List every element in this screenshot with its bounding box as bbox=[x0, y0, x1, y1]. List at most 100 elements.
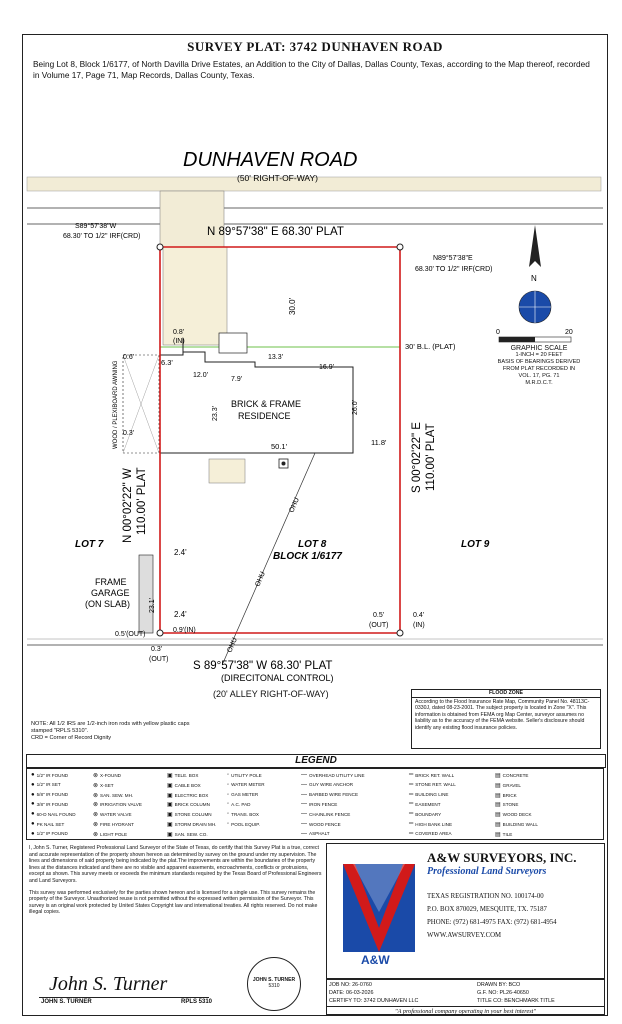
job-info-box: JOB NO: 26-0760 DRAWN BY: BCO DATE: 06-0… bbox=[326, 979, 605, 1015]
legend-item: ◦GAS METER bbox=[227, 792, 258, 798]
north-call: N 89°57'38" E 68.30' PLAT bbox=[207, 226, 344, 238]
dim-233: 23.3' bbox=[212, 406, 219, 421]
legend-item: ═EASEMENT bbox=[409, 801, 441, 807]
legend-item: ●3/8" IR FOUND bbox=[31, 801, 68, 807]
legend-symbol-icon: ◦ bbox=[227, 801, 230, 808]
legend-label: GRAVEL bbox=[502, 782, 521, 788]
legend-label: POOL EQUIP. bbox=[231, 821, 260, 827]
ohu-label-1: OHU bbox=[288, 497, 301, 514]
legend-label: STONE bbox=[502, 802, 519, 808]
legend-symbol-icon: ● bbox=[31, 801, 35, 808]
seal-name: JOHN S. TURNER bbox=[252, 977, 296, 983]
legend-title: LEGEND bbox=[26, 754, 606, 768]
corner-ne bbox=[396, 243, 404, 251]
flood-text: According to the Flood Insurance Rate Ma… bbox=[415, 698, 590, 731]
surveyor-seal: JOHN S. TURNER 5310 bbox=[247, 957, 301, 1011]
legend-item: ═STONE RET. WALL bbox=[409, 782, 456, 788]
legend-item: ▤WOOD DECK bbox=[495, 811, 532, 818]
legend-label: ELECTRIC BOX bbox=[174, 792, 209, 798]
legend-label: BRICK bbox=[502, 792, 517, 798]
signature: John S. Turner bbox=[49, 973, 168, 995]
east-call: S 00°02'22" E bbox=[411, 422, 423, 493]
job-date: DATE: 06-03-2026 bbox=[329, 990, 374, 996]
legend-symbol-icon: ═ bbox=[409, 811, 414, 818]
company-motto: "A professional company operating in you… bbox=[327, 1006, 604, 1015]
company-po: P.O. BOX 870029, MESQUITE, TX. 75187 bbox=[427, 906, 547, 913]
company-logo: A&W bbox=[343, 864, 415, 967]
dim-24b: 2.4' bbox=[174, 610, 187, 619]
legend-symbol-icon: ▤ bbox=[495, 822, 501, 828]
legend-label: PK NAIL SET bbox=[36, 821, 65, 827]
note2: CRD = Corner of Record Dignity bbox=[31, 735, 112, 741]
dim-08-in: (IN) bbox=[173, 338, 185, 345]
legend-item: ▤STONE bbox=[495, 801, 518, 808]
survey-sheet: SURVEY PLAT: 3742 DUNHAVEN ROAD Being Lo… bbox=[22, 34, 608, 1016]
flood-head: FLOOD ZONE bbox=[412, 690, 600, 698]
legend-label: BOUNDARY bbox=[415, 811, 442, 817]
scale-0: 0 bbox=[496, 329, 500, 336]
residence-footprint bbox=[159, 338, 354, 454]
signature-block: John S. Turner JOHN S. TURNER RPLS 5310 … bbox=[29, 957, 329, 1013]
legend-label: 1/2" IP FOUND bbox=[36, 831, 68, 837]
legend-symbol-icon: ▤ bbox=[495, 773, 501, 779]
corner-sw bbox=[156, 629, 164, 637]
dim-260: 26.0' bbox=[352, 400, 359, 415]
legend-symbol-icon: ▤ bbox=[495, 782, 501, 789]
dim-05: 0.5' bbox=[373, 612, 384, 619]
legend-item: ⊗IRRIGATION VALVE bbox=[93, 801, 142, 808]
alley-row: (20' ALLEY RIGHT-OF-WAY) bbox=[213, 689, 329, 699]
legend-symbol-icon: — bbox=[301, 772, 307, 778]
legend-symbol-icon: ● bbox=[31, 811, 35, 818]
legend-item: ●1/2" IR SET bbox=[31, 782, 61, 788]
legend-item: ●5/8" IR FOUND bbox=[31, 792, 68, 798]
south-call: S 89°57'38" W 68.30' PLAT bbox=[193, 660, 332, 672]
legend-label: 60-D NAIL FOUND bbox=[36, 811, 76, 817]
legend-symbol-icon: ▣ bbox=[167, 831, 173, 838]
legend-item: ▤TILE bbox=[495, 831, 512, 838]
ne-tie-2: 68.30' TO 1/2" IRF(CRD) bbox=[415, 266, 492, 273]
legend-symbol-icon: — bbox=[301, 801, 307, 808]
legend-item: ●1/2" IR FOUND bbox=[31, 772, 68, 778]
legend-item: ▣CABLE BOX bbox=[167, 782, 201, 789]
dim-08: 0.8' bbox=[173, 329, 184, 336]
legend-symbol-icon: ▣ bbox=[167, 802, 173, 809]
legend-symbol-icon: ⊗ bbox=[93, 812, 99, 819]
legend-symbol-icon: ▣ bbox=[167, 812, 173, 819]
legend-label: 1/2" IR FOUND bbox=[36, 772, 69, 778]
driveway bbox=[162, 246, 228, 346]
legend-label: TRANS. BOX bbox=[231, 811, 259, 817]
legend-box: ●1/2" IR FOUND●1/2" IR SET●5/8" IR FOUND… bbox=[26, 768, 604, 840]
dim-120: 12.0' bbox=[193, 372, 208, 379]
ohu-line bbox=[222, 452, 316, 664]
legend-item: ▤BUILDING WALL bbox=[495, 821, 538, 828]
equipment-dot bbox=[281, 461, 286, 466]
legend-item: ▣BRICK COLUMN bbox=[167, 801, 210, 808]
legend-item: ▤CONCRETE bbox=[495, 772, 528, 779]
legend-symbol-icon: ● bbox=[31, 821, 35, 827]
title-co: TITLE CO: BENCHMARK TITLE bbox=[477, 998, 555, 1004]
legend-symbol-icon: ▣ bbox=[167, 792, 173, 799]
flood-zone-box: FLOOD ZONE According to the Flood Insura… bbox=[411, 689, 601, 749]
scale-l4: FROM PLAT RECORDED IN bbox=[502, 366, 576, 372]
legend-item: ▣STONE COLUMN bbox=[167, 811, 212, 818]
road-row: (50' RIGHT-OF-WAY) bbox=[237, 173, 318, 183]
legend-item: ▤BRICK bbox=[495, 792, 517, 799]
dim-out: (OUT) bbox=[149, 656, 168, 663]
legend-symbol-icon: — bbox=[301, 811, 307, 818]
legend-label: SAN. SEW. CO. bbox=[174, 831, 208, 837]
scale-bar-fill bbox=[499, 337, 535, 342]
legend-symbol-icon: ⊗ bbox=[93, 792, 99, 799]
legend-label: IRON FENCE bbox=[309, 801, 338, 807]
company-phone: PHONE: (972) 681-4975 FAX: (972) 681-495… bbox=[427, 919, 557, 926]
dim-231: 23.1' bbox=[149, 598, 156, 613]
surveyor-name: JOHN S. TURNER bbox=[41, 999, 92, 1005]
garage-l2: GARAGE bbox=[91, 588, 130, 598]
legend-label: UTILITY POLE bbox=[231, 772, 262, 778]
legend-item: ◦TRANS. BOX bbox=[227, 811, 259, 817]
certification: I, John S. Turner, Registered Profession… bbox=[29, 845, 324, 916]
legend-symbol-icon: ⊗ bbox=[93, 831, 99, 838]
legend-symbol-icon: ═ bbox=[409, 791, 414, 798]
legend-label: 5/8" IR FOUND bbox=[36, 792, 69, 798]
signature-line bbox=[39, 997, 209, 998]
legend-label: OVERHEAD UTILITY LINE bbox=[309, 772, 365, 778]
